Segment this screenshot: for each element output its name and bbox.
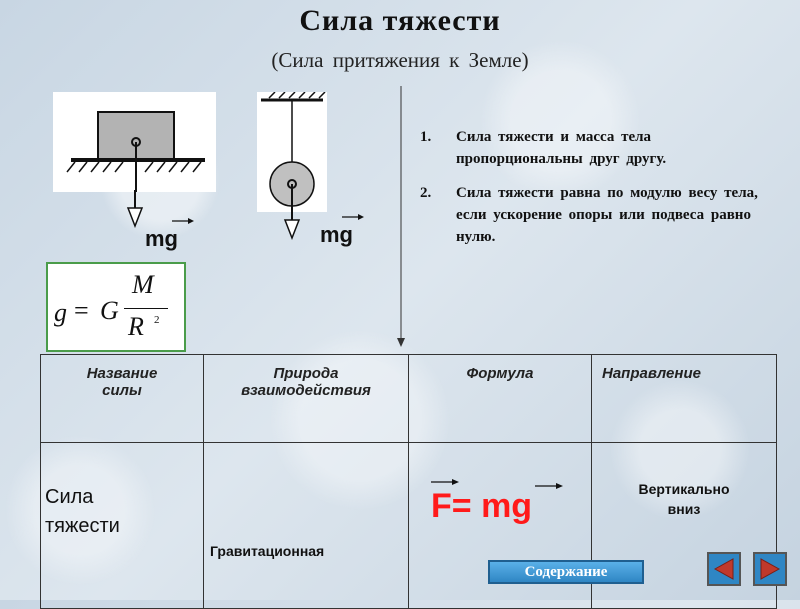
prev-slide-button[interactable] — [707, 552, 741, 586]
formula-R: R — [128, 312, 144, 341]
mg-vector-arrow — [535, 483, 563, 489]
properties-list: 1. Сила тяжести и масса тела пропорциона… — [420, 126, 780, 260]
property-text: Сила тяжести равна по модулю весу тела, … — [456, 185, 758, 245]
block-force-label: mg — [145, 226, 178, 251]
block-vector-arrow — [172, 218, 194, 224]
arrow-right-icon — [760, 558, 781, 580]
block-diagram — [53, 92, 216, 192]
page-subtitle: (Сила притяжения к Земле) — [271, 48, 529, 72]
header-formula: Формула — [408, 354, 592, 443]
fraction-bar — [124, 308, 168, 309]
block-diagram-drawing — [66, 111, 205, 192]
property-number: 1. — [420, 129, 432, 145]
header-direction: Направление — [591, 354, 777, 443]
property-item: 1. Сила тяжести и масса тела пропорциона… — [420, 126, 780, 170]
property-item: 2. Сила тяжести равна по модулю весу тел… — [420, 182, 780, 248]
force-vector-arrow — [431, 479, 459, 485]
gravity-formula-box: g = G M R 2 — [46, 262, 186, 352]
block-force-arrow — [126, 190, 144, 228]
arrow-left-icon — [713, 558, 734, 580]
pendulum-drawing — [261, 91, 326, 212]
formula-M: M — [132, 270, 154, 299]
divider-arrow — [397, 86, 405, 347]
contents-button[interactable]: Содержание — [488, 560, 644, 584]
formula-g: g — [54, 298, 67, 327]
pendulum-diagram — [257, 91, 327, 212]
surface-hatching — [66, 161, 202, 173]
formula-exponent: 2 — [154, 314, 160, 326]
pendulum-vector-arrow — [342, 214, 364, 220]
formula-equals: = — [74, 296, 89, 325]
page-title: Сила тяжести — [299, 4, 501, 37]
pendulum-force-arrow — [283, 210, 301, 240]
formula-f-mg: F= mg — [431, 487, 533, 525]
next-slide-button[interactable] — [753, 552, 787, 586]
pendulum-force-label: mg — [320, 222, 353, 247]
property-number: 2. — [420, 185, 432, 201]
cell-nature: Гравитационная — [203, 442, 409, 609]
property-text: Сила тяжести и масса тела пропорциональн… — [456, 129, 667, 167]
formula-G: G — [100, 296, 119, 325]
ceiling-hatching — [268, 91, 326, 99]
